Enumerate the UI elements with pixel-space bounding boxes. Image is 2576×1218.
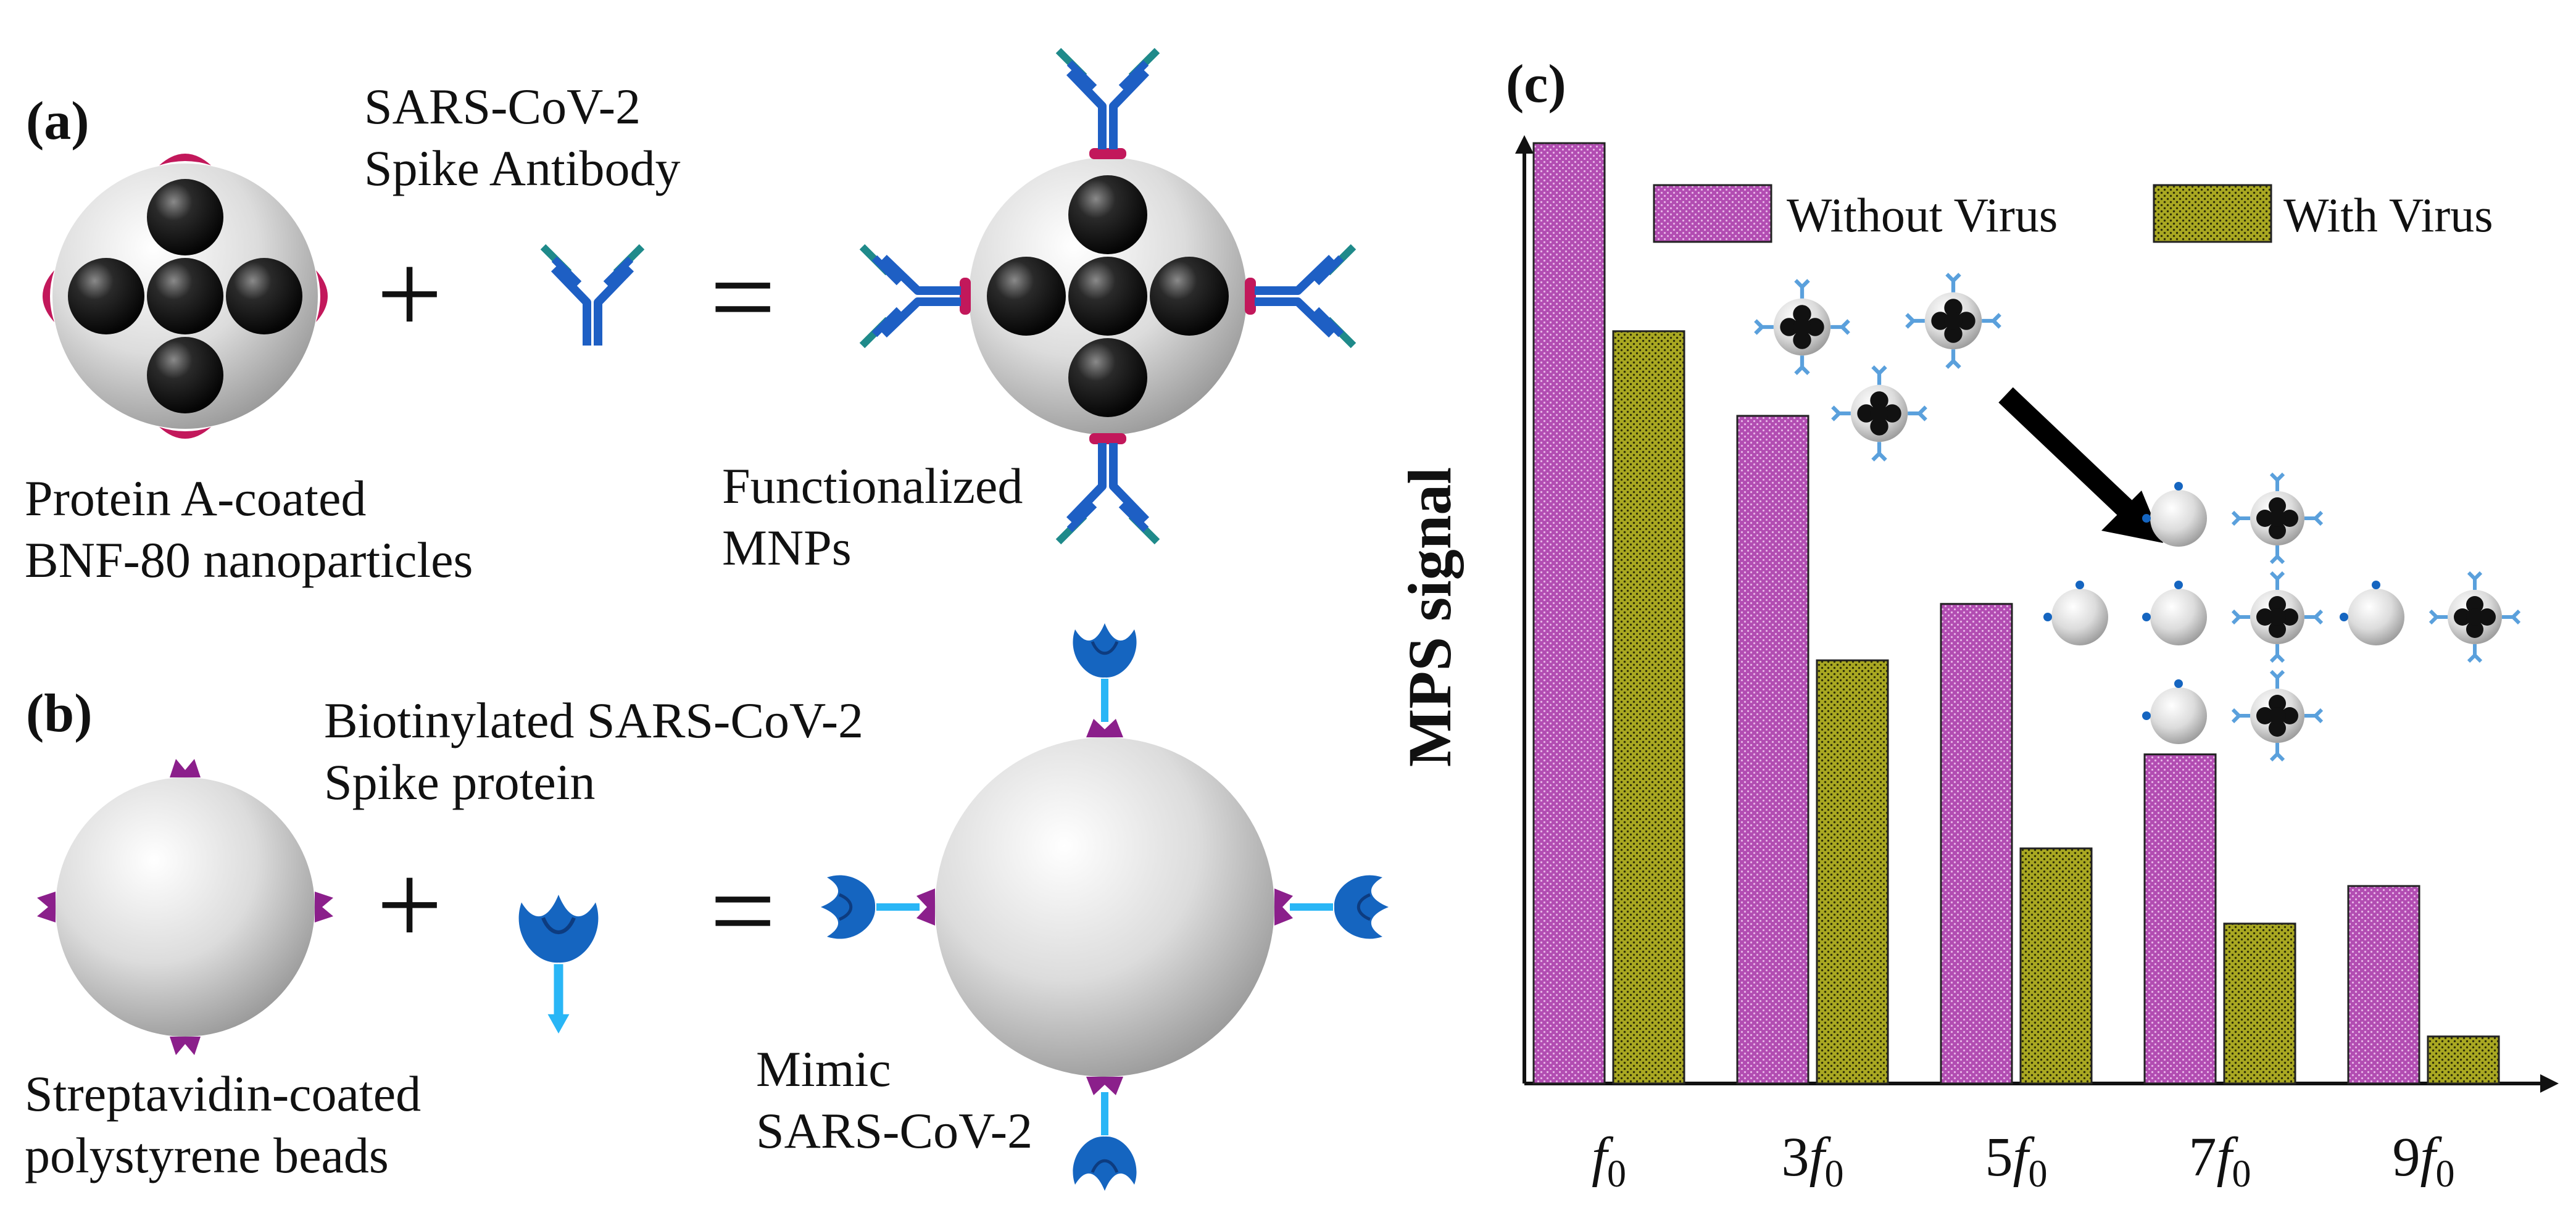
product-label-a: Functionalized <box>722 458 1023 514</box>
bead-label: polystyrene beads <box>25 1127 389 1183</box>
panel-c-tag: (c) <box>1506 54 1566 114</box>
panel-a-tag: (a) <box>26 91 89 151</box>
bar-with-virus-1 <box>1612 330 1685 1085</box>
magnetic-core <box>1068 257 1147 336</box>
legend-label-with-virus: With Virus <box>2283 188 2493 242</box>
antibody-label: SARS-CoV-2 <box>364 78 641 135</box>
magnetic-core <box>147 258 223 334</box>
legend-label-without-virus: Without Virus <box>1787 188 2058 242</box>
x-tick-label: 7f0 <box>2188 1127 2251 1195</box>
functionalized-mnp <box>862 51 1353 542</box>
equals-sign-a: = <box>710 233 776 362</box>
bar-without-virus-3 <box>1940 603 2013 1085</box>
protein-a-site <box>316 270 328 322</box>
bar-without-virus-5 <box>2347 885 2420 1085</box>
streptavidin-bead <box>37 759 333 1055</box>
protein-a-site <box>159 154 211 165</box>
bound-antibody <box>1058 51 1157 149</box>
bound-spike <box>821 875 920 938</box>
bar-without-virus-1 <box>1532 142 1606 1085</box>
legend: Without Virus With Virus <box>1653 184 2493 243</box>
protein-label: Biotinylated SARS-CoV-2 <box>324 692 863 748</box>
bar-with-virus-2 <box>1816 659 1889 1085</box>
bars <box>1532 142 2500 1085</box>
y-axis-title: MPS signal <box>1395 467 1464 767</box>
aggregated-complex-inset <box>2043 474 2519 760</box>
legend-swatch-with-virus <box>2153 184 2272 243</box>
x-tick-label: 5f0 <box>1985 1127 2047 1195</box>
streptavidin-site <box>170 1037 201 1055</box>
bound-spike <box>1073 1092 1136 1191</box>
particle-label: BNF-80 nanoparticles <box>25 532 473 588</box>
magnetic-core <box>68 258 144 334</box>
legend-item-with-virus: With Virus <box>2153 184 2493 243</box>
panel-c: (c) MPS signal f0 3f0 5f0 7f0 9f0 Without Vi… <box>1395 54 2559 1195</box>
panel-a: (a) + SARS-CoV-2 Spike Antibody = <box>25 51 1353 588</box>
antibody-label: Spike Antibody <box>364 140 681 196</box>
mimic-virus <box>821 623 1389 1191</box>
bound-antibody <box>1255 247 1353 346</box>
x-tick-label: 3f0 <box>1781 1127 1843 1195</box>
bound-spike <box>1290 875 1389 938</box>
bar-without-virus-4 <box>2143 753 2217 1085</box>
x-tick-label: f0 <box>1592 1127 1626 1195</box>
bar-with-virus-3 <box>2019 847 2093 1085</box>
panel-b: (b) Biotinylated SARS-CoV-2 Spike protei… <box>25 623 1389 1191</box>
plus-sign-a: + <box>376 230 442 359</box>
aggregation-arrow <box>1998 387 2163 543</box>
streptavidin-site <box>315 892 333 922</box>
bound-antibody <box>1058 443 1157 542</box>
bar-with-virus-5 <box>2427 1035 2500 1085</box>
magnetic-core <box>1068 175 1147 254</box>
magnetic-core <box>1068 338 1147 417</box>
equals-sign-b: = <box>710 847 776 976</box>
product-label-a: MNPs <box>722 520 852 576</box>
particle-label: Protein A-coated <box>25 470 366 526</box>
spike-antibody <box>543 247 642 346</box>
legend-swatch-without-virus <box>1653 184 1772 243</box>
x-tick-label: 9f0 <box>2392 1127 2454 1195</box>
panel-b-tag: (b) <box>26 684 93 744</box>
streptavidin-site <box>37 892 56 922</box>
magnetic-core <box>147 179 223 255</box>
product-label-b: Mimic <box>756 1041 891 1097</box>
legend-item-without-virus: Without Virus <box>1653 184 2058 243</box>
plus-sign-b: + <box>376 840 442 970</box>
x-tick-labels: f0 3f0 5f0 7f0 9f0 <box>1592 1127 2455 1195</box>
bead-label: Streptavidin-coated <box>25 1066 421 1122</box>
spike-protein <box>519 895 599 1034</box>
bar-without-virus-2 <box>1736 415 1809 1085</box>
bound-spike <box>1073 623 1136 722</box>
magnetic-core <box>226 258 302 334</box>
magnetic-core <box>1150 257 1229 336</box>
streptavidin-site <box>170 759 201 777</box>
product-label-b: SARS-CoV-2 <box>756 1103 1032 1159</box>
magnetic-core <box>987 257 1066 336</box>
bar-with-virus-4 <box>2223 922 2296 1085</box>
protein-a-nanoparticle <box>43 154 328 439</box>
bound-antibody <box>862 247 961 346</box>
protein-label: Spike protein <box>324 754 596 810</box>
magnetic-core <box>147 337 223 413</box>
protein-a-site <box>43 270 54 322</box>
protein-a-site <box>159 427 211 439</box>
